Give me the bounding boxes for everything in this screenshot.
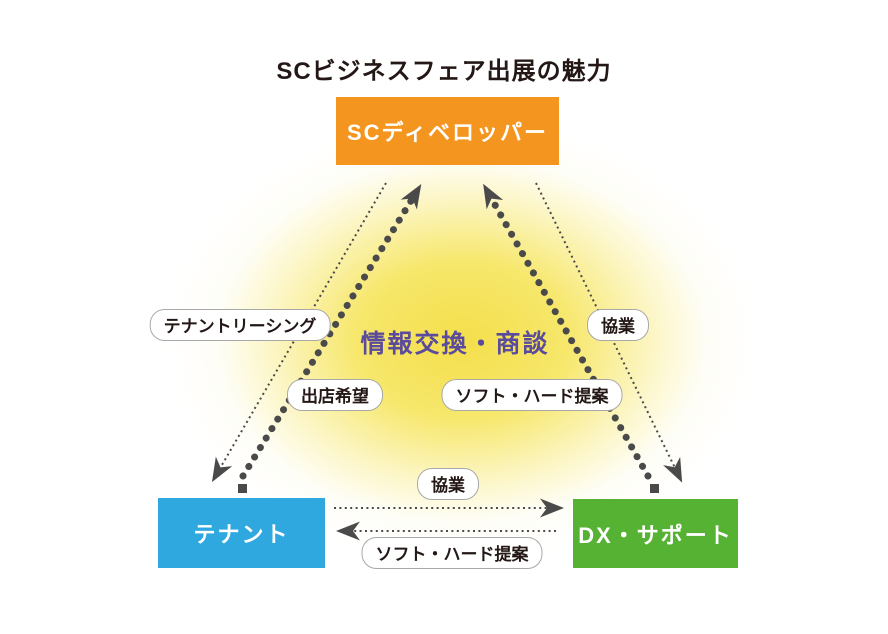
edge-label-tenant-leasing: テナントリーシング [149, 309, 331, 341]
edge-label-collaboration-right: 協業 [587, 309, 649, 341]
edge-label-soft-hard-proposal-bottom: ソフト・ハード提案 [361, 537, 543, 569]
node-dx-support: DX・サポート [573, 499, 738, 568]
page-title: SCビジネスフェア出展の魅力 [276, 58, 612, 85]
center-label-info-exchange: 情報交換・商談 [360, 330, 550, 358]
edge-label-shop-opening-request: 出店希望 [287, 379, 383, 411]
arrow-developer-to-tenant [211, 182, 387, 483]
node-sc-developer: SCディベロッパー [336, 97, 559, 165]
arrow-dx-to-developer [483, 183, 652, 480]
edge-label-collaboration-bottom: 協業 [417, 468, 479, 500]
node-tenant: テナント [158, 498, 325, 568]
edge-label-soft-hard-proposal-right: ソフト・ハード提案 [441, 379, 623, 411]
arrow-developer-to-dx [535, 182, 683, 483]
line-start-square-dx [650, 484, 659, 493]
arrow-tenant-to-developer [239, 184, 422, 480]
line-start-square-tenant [238, 484, 247, 493]
